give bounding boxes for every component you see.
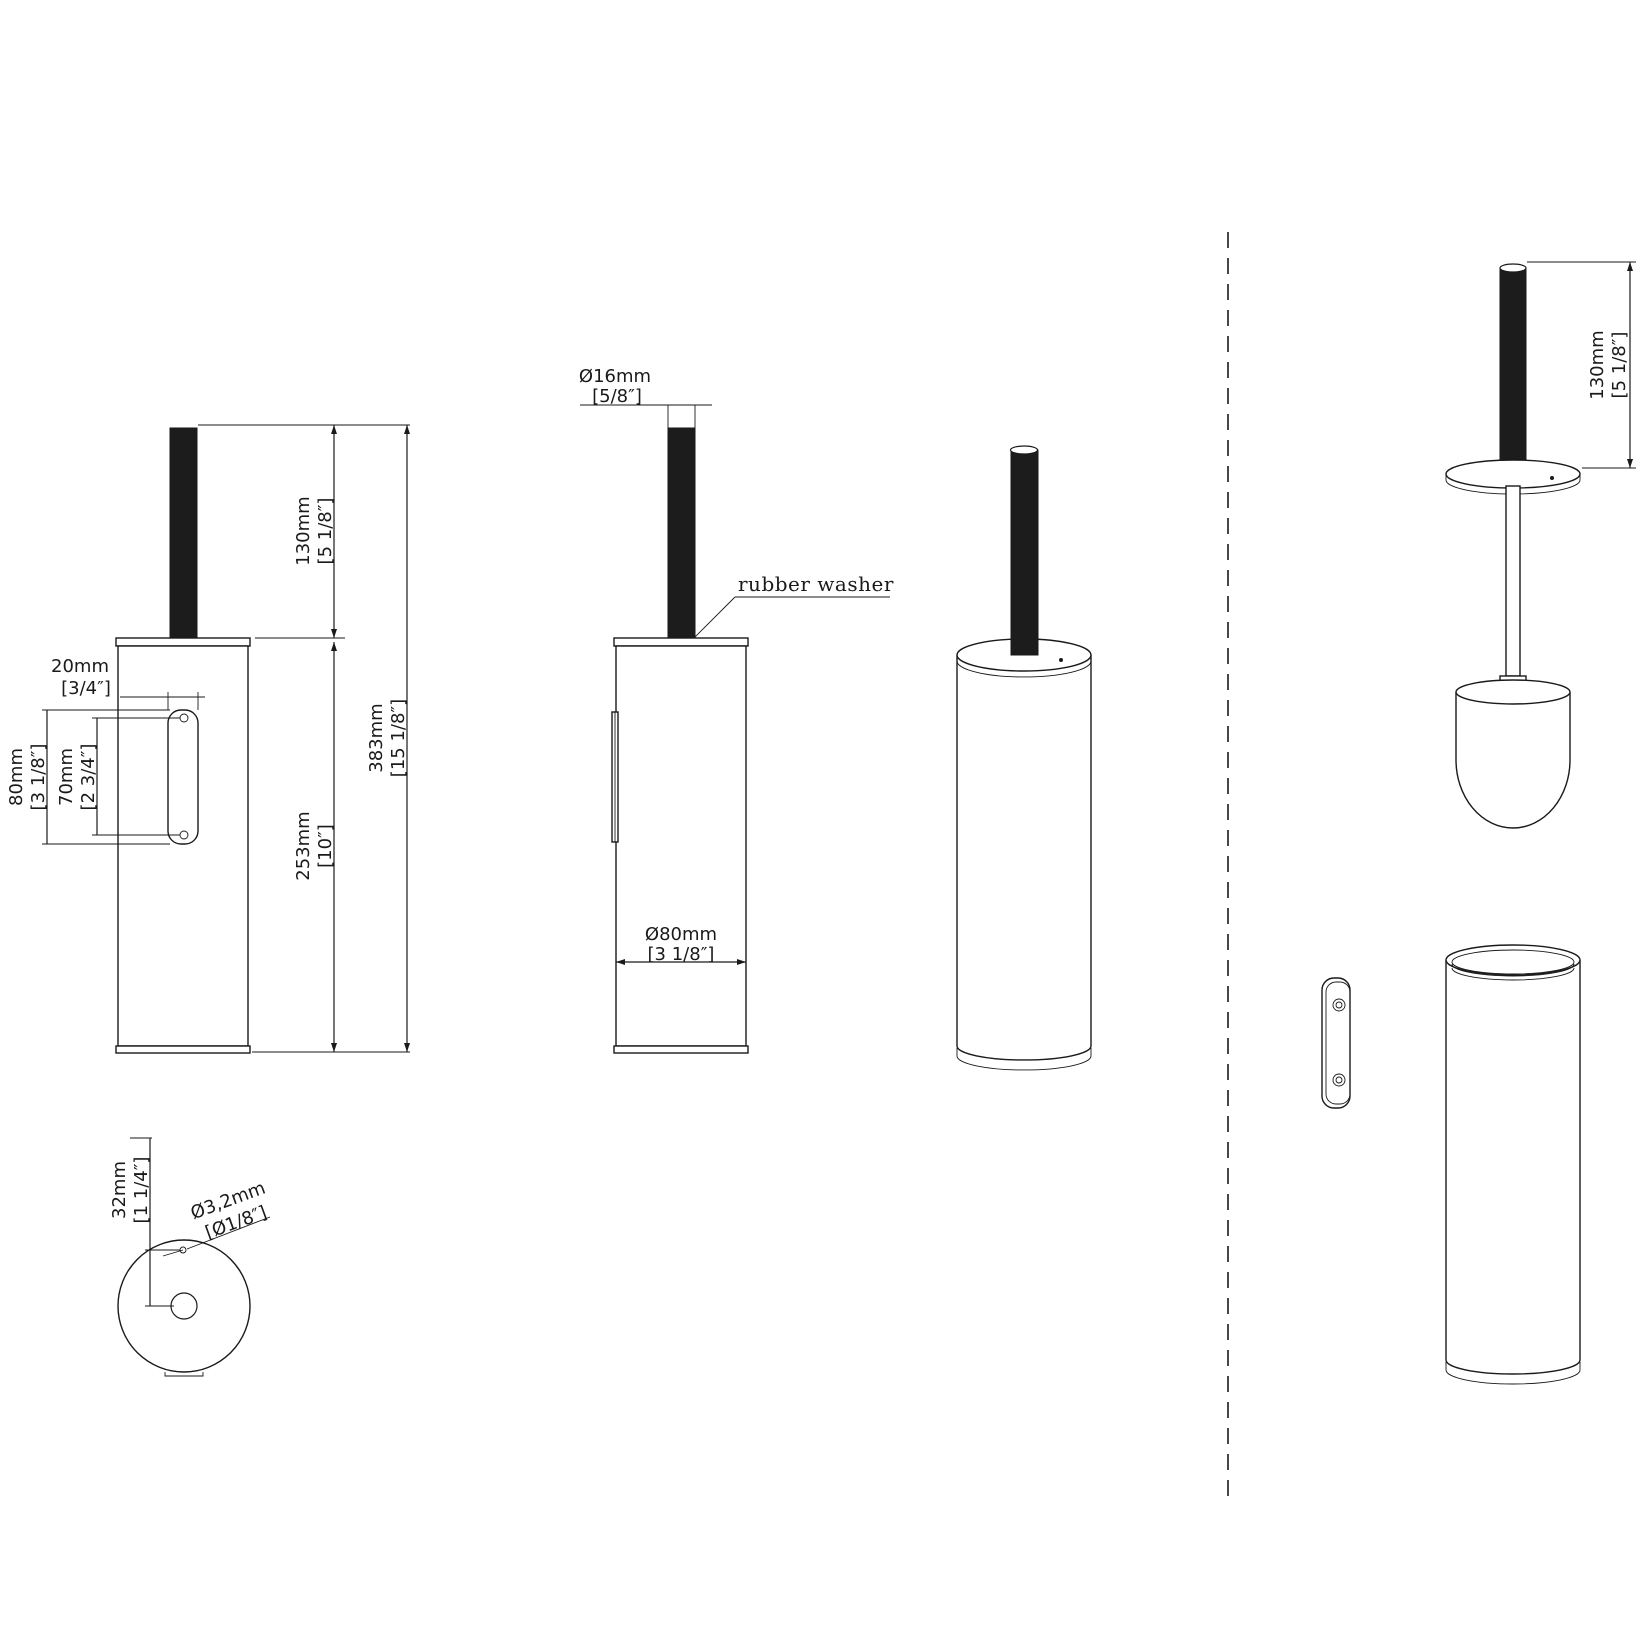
- exploded-container: [1445, 944, 1581, 1385]
- wall-bracket: [167, 709, 199, 845]
- front-view-lid: [613, 637, 749, 647]
- dim-hole-offset-inch: [1 1/4″]: [131, 1157, 152, 1224]
- front-view: [611, 427, 749, 1054]
- dim-bracket-height-inch: [3 1/8″]: [28, 744, 49, 811]
- container-rim: [1445, 944, 1581, 976]
- top-view: [117, 1239, 251, 1377]
- brush-stem: [1505, 485, 1521, 677]
- dim-body-diameter-inch: [3 1/8″]: [648, 944, 715, 965]
- dim-side-handle-mm: 130mm: [293, 496, 314, 565]
- front-view-base: [613, 1045, 749, 1054]
- side-view-handle: [169, 427, 198, 639]
- dim-side-body-inch: [10″]: [315, 824, 336, 868]
- dim-handle-diameter: Ø16mm [5/8″]: [579, 366, 712, 428]
- side-view: [115, 427, 251, 1054]
- dim-exploded-handle-mm: 130mm: [1587, 330, 1608, 399]
- container-body: [1445, 960, 1581, 1375]
- dim-side-total-mm: 383mm: [366, 703, 387, 772]
- dim-handle-diameter-mm: Ø16mm: [579, 366, 651, 387]
- front-view-body: [615, 645, 747, 1047]
- side-view-lid: [115, 637, 251, 647]
- exploded-brush: [1445, 263, 1581, 829]
- side-view-body: [117, 645, 249, 1047]
- exploded-lid: [1445, 459, 1581, 489]
- dim-body-diameter-mm: Ø80mm: [645, 924, 717, 945]
- dim-handle-diameter-inch: [5/8″]: [592, 386, 642, 407]
- dim-hole-offset: 32mm [1 1/4″]: [109, 1137, 180, 1307]
- dim-bracket-height: 80mm [3 1/8″]: [6, 709, 170, 845]
- exploded-handle: [1499, 267, 1527, 475]
- dim-side-body-mm: 253mm: [293, 811, 314, 880]
- brush-head: [1455, 692, 1571, 829]
- dim-side-handle-inch: [5 1/8″]: [315, 498, 336, 565]
- dim-side-handle-height: 130mm [5 1/8″]: [198, 424, 410, 639]
- dim-side-total-inch: [15 1/8″]: [388, 699, 409, 777]
- dim-bracket-width: 20mm [3/4″]: [51, 656, 205, 710]
- dim-hole-spacing-inch: [2 3/4″]: [78, 744, 99, 811]
- perspective-body: [956, 655, 1092, 1061]
- dim-hole-offset-mm: 32mm: [109, 1161, 130, 1219]
- wall-plate-hole-top: [1332, 998, 1346, 1012]
- dim-hole-spacing: 70mm [2 3/4″]: [56, 717, 180, 836]
- washer-label: rubber washer: [738, 572, 894, 596]
- top-view-rim: [117, 1239, 251, 1373]
- dim-bracket-width-mm: 20mm: [51, 656, 109, 677]
- dim-hole-spacing-mm: 70mm: [56, 748, 77, 806]
- dim-body-diameter: Ø80mm [3 1/8″]: [616, 924, 746, 965]
- dim-side-body-height: 253mm [10″]: [252, 642, 410, 1053]
- dim-bracket-height-mm: 80mm: [6, 748, 27, 806]
- front-view-handle: [667, 427, 696, 639]
- dim-bracket-width-inch: [3/4″]: [61, 678, 111, 699]
- dim-exploded-handle-height: 130mm [5 1/8″]: [1527, 261, 1636, 469]
- side-view-base: [115, 1045, 251, 1054]
- dim-exploded-handle-inch: [5 1/8″]: [1609, 332, 1630, 399]
- perspective-view: [956, 445, 1092, 1071]
- washer-callout: rubber washer: [694, 572, 894, 638]
- exploded-wall-plate: [1321, 977, 1351, 1109]
- dim-side-total-height: 383mm [15 1/8″]: [366, 425, 410, 1052]
- perspective-handle: [1010, 449, 1039, 656]
- wall-plate-hole-bottom: [1332, 1073, 1346, 1087]
